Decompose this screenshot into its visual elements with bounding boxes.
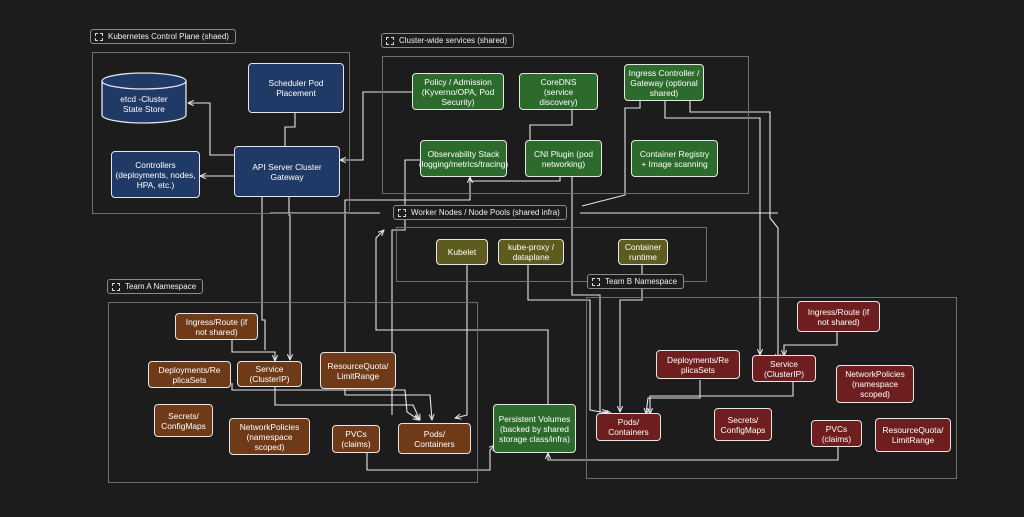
team-b-pods-node[interactable]: Pods/ Containers xyxy=(596,413,661,441)
container-registry-node[interactable]: Container Registry + Image scanning xyxy=(631,140,718,177)
control-plane-group xyxy=(92,52,350,214)
edge-teama-deploy-to-pods xyxy=(231,383,419,420)
control-plane-title: Kubernetes Control Plane (shaed) xyxy=(108,32,229,41)
team-a-title: Team A Namespace xyxy=(125,282,197,291)
group-icon xyxy=(112,282,120,291)
edge-teamb-ingress-to-service xyxy=(784,332,838,356)
cluster-services-title: Cluster-wide services (shared) xyxy=(399,36,508,45)
team-a-group xyxy=(108,302,478,483)
cni-plugin-node[interactable]: CNI Plugin (pod networking) xyxy=(525,140,602,177)
team-b-deployments-node[interactable]: Deployments/ReplicaSets xyxy=(656,350,740,379)
persistent-volumes-node[interactable]: Persistent Volumes (backed by shared sto… xyxy=(493,404,576,453)
edge-teama-pvcs-to-pv xyxy=(366,445,495,471)
group-icon xyxy=(95,32,103,41)
team-b-resource-quota-node[interactable]: ResourceQuota/ LimitRange xyxy=(875,418,951,452)
team-a-deployments-node[interactable]: Deployments/ReplicaSets xyxy=(148,361,231,388)
ingress-controller-node[interactable]: Ingress Controller / Gateway (optional s… xyxy=(624,64,704,101)
edge-pv-to-obs xyxy=(375,230,549,404)
team-a-network-policies-node[interactable]: NetworkPolicies (namespace scoped) xyxy=(229,418,310,455)
edge-ingress-to-teamb-service xyxy=(664,100,760,355)
etcd-node[interactable]: etcd -Cluster State Store xyxy=(120,94,168,114)
kubelet-node[interactable]: Kubelet xyxy=(436,239,488,265)
team-a-ingress-node[interactable]: Ingress/Route (if not shared) xyxy=(175,313,258,340)
edge-teamb-deploy-to-pods xyxy=(646,380,701,414)
edge-teamb-service-to-pods xyxy=(650,382,794,414)
team-b-pvcs-node[interactable]: PVCs (claims) xyxy=(811,420,862,447)
edge-ingress-to-teama xyxy=(581,100,641,207)
group-icon xyxy=(592,277,600,286)
team-a-service-node[interactable]: Service (ClusterIP) xyxy=(237,361,302,387)
team-b-title: Team B Namespace xyxy=(605,277,678,286)
edge-kubeproxy-down xyxy=(527,265,612,414)
edge-teamb-pvcs-to-pv xyxy=(548,447,839,461)
controllers-node[interactable]: Controllers (deployments, nodes, HPA, et… xyxy=(111,151,200,198)
edge-policy-to-api xyxy=(340,91,412,160)
team-a-secrets-node[interactable]: Secrets/ ConfigMaps xyxy=(154,404,213,437)
team-b-group xyxy=(586,297,957,479)
edge-observability-down xyxy=(344,175,471,420)
edge-kubelet-to-teama-pods xyxy=(455,265,468,418)
observability-stack-node[interactable]: Observability Stack (logging/metrics/tra… xyxy=(419,140,508,177)
team-a-pvcs-node[interactable]: PVCs (claims) xyxy=(332,425,380,453)
worker-nodes-group-label: Worker Nodes / Node Pools (shared infra) xyxy=(393,205,567,220)
team-a-resource-quota-node[interactable]: ResourceQuota/ LimitRange xyxy=(320,352,396,389)
edge-api-to-etcd xyxy=(188,103,236,156)
team-a-group-label: Team A Namespace xyxy=(107,279,204,294)
team-b-secrets-node[interactable]: Secrets/ ConfigMaps xyxy=(714,408,772,441)
team-b-ingress-node[interactable]: Ingress/Route (if not shared) xyxy=(797,301,880,332)
api-server-node[interactable]: API Server Cluster Gateway xyxy=(234,146,340,197)
scheduler-node[interactable]: Scheduler Pod Placement xyxy=(248,63,344,113)
edge-teama-ingress-to-service xyxy=(231,340,275,361)
edge-api-to-teama-service-2 xyxy=(289,196,290,360)
policy-admission-node[interactable]: Policy / Admission (Kyverno/OPA, Pod Sec… xyxy=(412,73,504,110)
control-plane-group-label: Kubernetes Control Plane (shaed) xyxy=(90,29,236,44)
group-icon xyxy=(386,36,394,45)
container-runtime-node[interactable]: Container runtime xyxy=(618,239,668,265)
etcd-cylinder-shape xyxy=(101,72,187,124)
worker-nodes-group xyxy=(396,227,707,282)
cluster-services-group xyxy=(382,56,749,194)
team-a-pods-node[interactable]: Pods/ Containers xyxy=(398,423,471,454)
coredns-node[interactable]: CoreDNS (service discovery) xyxy=(519,73,598,110)
team-b-service-node[interactable]: Service (ClusterIP) xyxy=(752,355,816,382)
edge-api-to-teama-service xyxy=(261,196,266,350)
cluster-services-group-label: Cluster-wide services (shared) xyxy=(381,33,515,48)
edge-teama-service-to-pods xyxy=(274,387,420,420)
edge-scheduler-to-api xyxy=(284,113,296,146)
worker-nodes-title: Worker Nodes / Node Pools (shared infra) xyxy=(411,208,560,217)
group-icon xyxy=(398,208,406,217)
team-b-group-label: Team B Namespace xyxy=(587,274,685,289)
kube-proxy-node[interactable]: kube-proxy / dataplane xyxy=(498,239,564,265)
edge-ingress-right xyxy=(689,100,778,360)
team-b-network-policies-node[interactable]: NetworkPolicies (namespace scoped) xyxy=(836,365,914,403)
